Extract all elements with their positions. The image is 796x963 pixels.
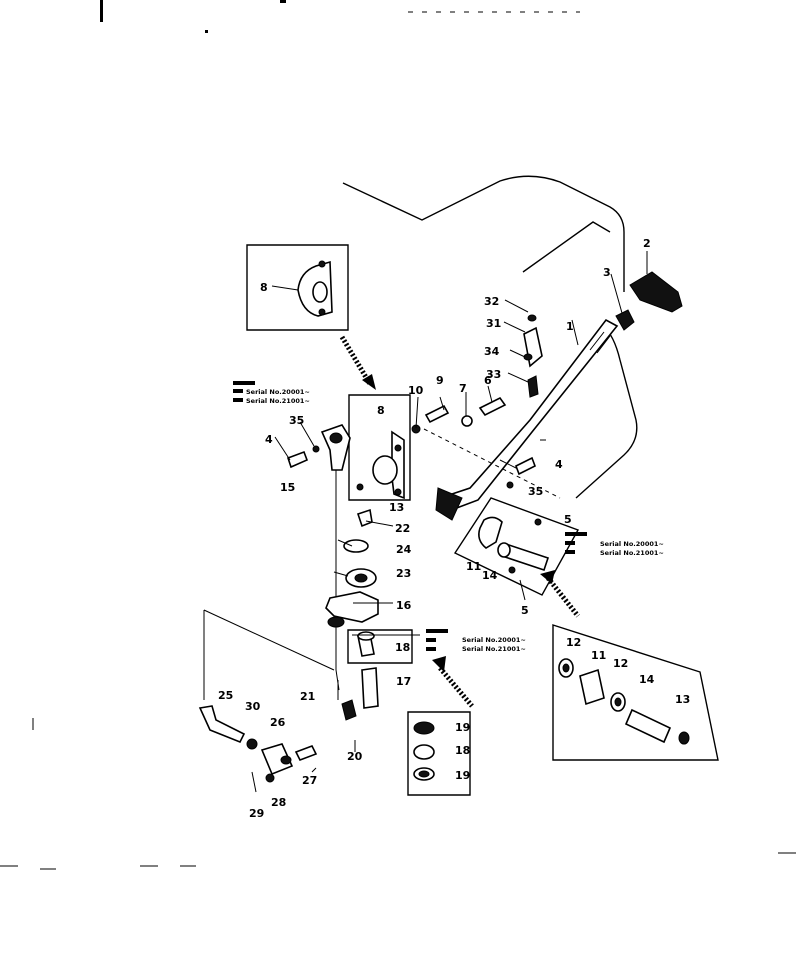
serial-note-left-line2: Serial No.21001~ [246,397,310,405]
callout-26: 26 [270,716,286,729]
callout-30: 30 [245,700,261,713]
callout-11-right: 11 [591,649,606,662]
bolt-right [514,456,537,476]
scan-marks [0,0,796,870]
callout-12-right: 12 [613,657,628,670]
callout-14: 14 [482,569,498,582]
serial-note-right: Serial No.20001~ Serial No.21001~ [565,532,664,557]
callout-19-top: 19 [455,721,470,734]
callout-8: 8 [377,404,385,417]
callout-18-inset: 18 [455,744,470,757]
callout-27: 27 [302,774,317,787]
hatched-arrows [339,335,580,708]
callout-16: 16 [396,599,412,612]
detail-box-lower [407,711,471,796]
serial-note-left-line1: Serial No.20001~ [246,388,310,396]
sleeve-box [453,481,580,596]
arm-assembly [274,421,351,691]
serial-note-lower: Serial No.20001~ Serial No.21001~ [426,629,526,653]
callout-19-bottom: 19 [455,769,470,782]
callout-13-right: 13 [675,693,690,706]
callout-10: 10 [408,384,424,397]
clip-assembly [503,299,543,398]
callout-7: 7 [459,382,467,395]
knob-assembly [610,251,683,331]
callout-32: 32 [484,295,499,308]
callout-20: 20 [347,750,363,763]
callout-5-top: 5 [564,513,572,526]
callout-29: 29 [249,807,264,820]
callout-23: 23 [396,567,411,580]
detail-box-right [552,624,719,761]
callout-2: 2 [643,237,651,250]
bracket-box [348,394,411,501]
serial-note-lower-line1: Serial No.20001~ [462,636,526,644]
serial-note-lower-line2: Serial No.21001~ [462,645,526,653]
serial-note-right-line2: Serial No.21001~ [600,549,664,557]
leader-lines [311,319,579,773]
callout-18: 18 [395,641,410,654]
callout-31: 31 [486,317,501,330]
callout-25: 25 [218,689,233,702]
main-lever [435,318,619,521]
callout-1: 1 [566,320,574,333]
linkage-parts [198,705,318,793]
callout-4-left: 4 [265,433,273,446]
callout-22: 22 [395,522,410,535]
callout-labels: 1 2 3 32 31 34 33 9 6 7 10 8 8 35 4 15 1… [218,237,690,820]
callout-35-left: 35 [289,414,304,427]
inset-box-bracket [246,244,349,331]
bolt-group-top [411,385,561,499]
callout-4-right: 4 [555,458,563,471]
callout-8-inset: 8 [260,281,268,294]
callout-11: 11 [466,560,481,573]
callout-3: 3 [603,266,611,279]
callout-6: 6 [484,374,492,387]
serial-note-right-line1: Serial No.20001~ [600,540,664,548]
callout-14-right: 14 [639,673,655,686]
pin-parts [337,667,379,721]
callout-9: 9 [436,374,444,387]
callout-24: 24 [396,543,412,556]
callout-15: 15 [280,481,295,494]
callout-35-right: 35 [528,485,543,498]
callout-33: 33 [486,368,501,381]
callout-13: 13 [389,501,404,514]
serial-note-left: Serial No.20001~ Serial No.21001~ [233,381,310,405]
link-lines [203,609,335,700]
callout-34: 34 [484,345,500,358]
callout-5-bottom: 5 [521,604,529,617]
callout-21: 21 [300,690,315,703]
pivot-stack [325,508,379,628]
callout-12-left: 12 [566,636,581,649]
bushing-box [347,629,413,664]
callout-17: 17 [396,675,411,688]
callout-28: 28 [271,796,286,809]
